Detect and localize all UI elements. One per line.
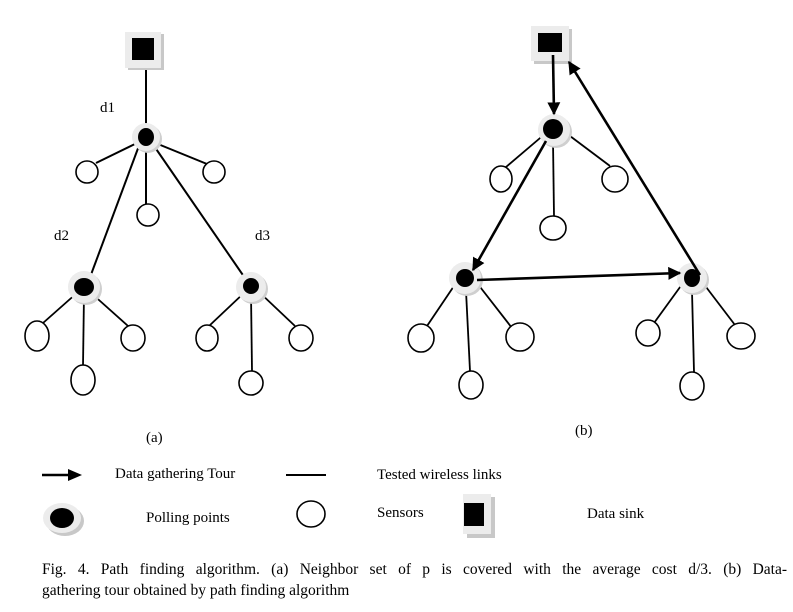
sensor	[539, 215, 567, 241]
link-p1-sensor	[95, 141, 140, 164]
distance-label-d1: d1	[100, 100, 115, 116]
link-p2-sensor	[426, 282, 457, 327]
sensor	[407, 323, 435, 353]
polling-point-b-3	[677, 263, 709, 295]
sensor	[136, 203, 160, 227]
tour-arrow-p1-to-p2	[471, 140, 548, 272]
legend-links-label: Tested wireless links	[377, 467, 502, 483]
distance-label-d3: d3	[255, 228, 270, 244]
sensor	[679, 371, 705, 401]
sensor	[489, 165, 513, 193]
distance-label-d2: d2	[54, 228, 69, 244]
legend-sensor-icon	[296, 500, 326, 528]
sensor	[195, 324, 219, 352]
sensor	[202, 160, 226, 184]
link-p1-p2	[88, 142, 141, 281]
panel-b	[407, 26, 756, 401]
sensor	[75, 160, 99, 184]
polling-point-a-3	[236, 272, 268, 304]
link-p3-sensor	[702, 282, 736, 326]
link-p3-sensor	[691, 290, 695, 373]
legend-sensors-label: Sensors	[377, 505, 424, 521]
legend-polling-point-icon	[43, 503, 84, 536]
link-p1-sensor	[152, 141, 208, 165]
link-p1-sensor	[565, 132, 611, 167]
sensor	[288, 324, 314, 352]
sensor	[505, 322, 535, 352]
legend-data-sink-icon	[463, 494, 495, 538]
link-p1-p3	[151, 142, 248, 282]
data-sink-b	[531, 26, 572, 64]
sensor	[635, 319, 661, 347]
data-sink-a	[125, 32, 164, 70]
sensor	[24, 320, 50, 352]
link-p1-sensor	[505, 132, 547, 168]
link-p2-sensor	[476, 282, 513, 329]
panel-b-label: (b)	[575, 423, 593, 439]
sensor	[726, 322, 756, 350]
sensor	[70, 364, 96, 396]
link-p3-sensor	[250, 293, 253, 372]
link-p2-sensor	[465, 290, 471, 372]
sensor	[238, 370, 264, 396]
panel-a	[24, 32, 314, 396]
sensors-b	[407, 165, 756, 401]
link-p3-sensor	[653, 282, 684, 324]
panel-a-label: (a)	[146, 430, 163, 446]
link-p2-sensor	[82, 293, 85, 367]
polling-point-a-1	[132, 123, 162, 153]
wireless-links-b	[426, 132, 736, 373]
tour-arrow-sink-to-p1	[547, 54, 561, 116]
sensor	[458, 370, 484, 400]
sensor	[601, 165, 629, 193]
legend-tour-label: Data gathering Tour	[115, 466, 236, 482]
tour-arrow-p2-to-p3	[476, 266, 682, 282]
sensors-a	[24, 160, 314, 396]
legend	[42, 469, 495, 538]
sensor	[120, 324, 146, 352]
caption-line-1: Fig. 4. Path finding algorithm. (a) Neig…	[42, 561, 787, 578]
legend-tour-arrow-icon	[42, 469, 82, 481]
legend-polling-label: Polling points	[146, 510, 230, 526]
data-gathering-tour	[471, 54, 702, 282]
polling-point-a-2	[68, 271, 102, 305]
link-p3-sensor	[208, 291, 246, 327]
polling-point-b-1	[538, 114, 572, 148]
link-p1-sensor	[552, 140, 555, 217]
tour-arrow-p3-to-sink	[567, 60, 702, 276]
legend-sink-label: Data sink	[587, 506, 645, 522]
caption-line-2: gathering tour obtained by path finding …	[42, 582, 350, 599]
figure-caption: Fig. 4. Path finding algorithm. (a) Neig…	[42, 559, 787, 601]
